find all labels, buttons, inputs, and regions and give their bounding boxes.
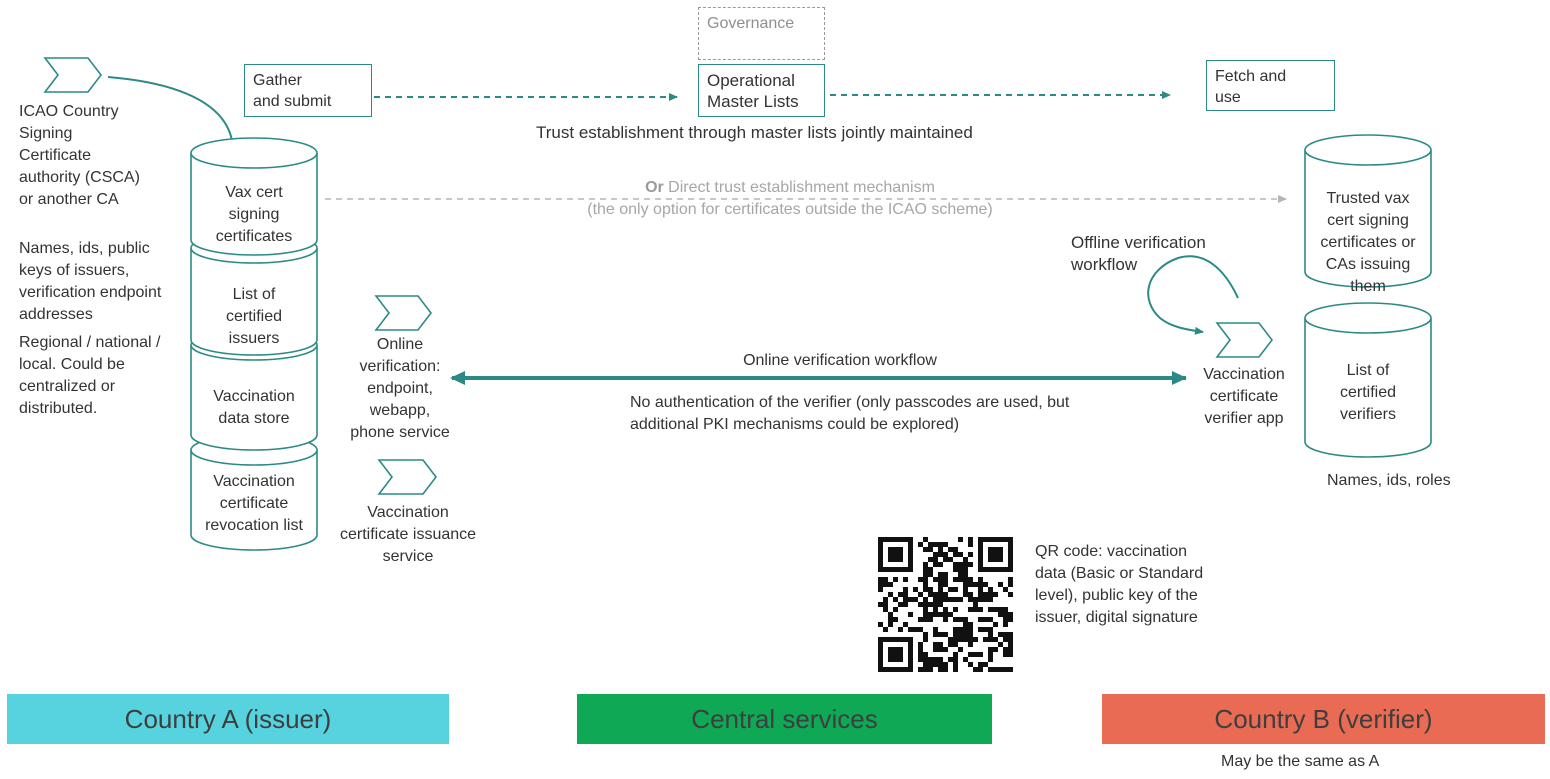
online-workflow-label: Online verification workflow: [743, 352, 937, 369]
chevron-process-icon-csca: [43, 57, 103, 93]
gather-submit-label: Gather and submit: [253, 72, 332, 110]
region-country-a-label: Country A (issuer): [124, 703, 332, 734]
csca-arrow: [107, 76, 237, 149]
trusted-certs-label: Trusted vax cert signing certificates or…: [1320, 190, 1416, 295]
region-central: Central services: [577, 694, 992, 744]
certified-verifiers-label: List of certified verifiers: [1339, 362, 1397, 423]
online-verification-service-label: Online verification: endpoint, webapp, p…: [350, 336, 450, 441]
no-auth-note: No authentication of the verifier (only …: [630, 394, 1070, 433]
same-as-a-note: May be the same as A: [1221, 753, 1380, 770]
direct-trust-prefix: Or: [645, 179, 664, 196]
region-country-a: Country A (issuer): [7, 694, 449, 744]
region-country-b-label: Country B (verifier): [1214, 703, 1433, 734]
governance-label: Governance: [707, 15, 795, 32]
region-central-label: Central services: [691, 703, 878, 734]
offline-workflow-label: Offline verification workflow: [1071, 233, 1206, 274]
vax-cert-signing-label: Vax cert signing certificates: [215, 184, 293, 245]
region-country-b: Country B (verifier): [1102, 694, 1545, 744]
qr-code-icon: [878, 537, 1013, 672]
governance-box: Governance: [698, 7, 825, 60]
direct-trust-line2: (the only option for certificates outsid…: [587, 201, 993, 218]
verifier-cylinders: [1304, 134, 1432, 458]
offline-loop-arrow: [1147, 255, 1239, 335]
chevron-process-icon-online: [374, 295, 433, 331]
vaccination-data-store-label: Vaccination data store: [213, 388, 295, 427]
operational-master-lists-label: Operational Master Lists: [707, 71, 799, 111]
trust-master-lists-text: Trust establishment through master lists…: [536, 123, 973, 142]
qr-description: QR code: vaccination data (Basic or Stan…: [1035, 543, 1204, 626]
regional-note: Regional / national / local. Could be ce…: [19, 334, 161, 417]
issuer-cylinder-stack: [190, 137, 318, 551]
verifier-app-label: Vaccination certificate verifier app: [1203, 366, 1285, 427]
chevron-process-icon-verifier-app: [1215, 322, 1274, 358]
verifier-roles-label: Names, ids, roles: [1327, 472, 1451, 489]
chevron-process-icon-issuance: [377, 459, 438, 495]
issuance-service-label: Vaccination certificate issuance service: [339, 504, 477, 565]
fetch-use-box: Fetch and use: [1206, 60, 1335, 111]
csca-text: ICAO Country Signing Certificate authori…: [19, 103, 140, 208]
operational-master-lists-box: Operational Master Lists: [698, 64, 825, 117]
direct-trust-rest: Direct trust establishment mechanism: [663, 179, 935, 196]
gather-submit-box: Gather and submit: [244, 64, 372, 117]
certified-issuers-label: List of certified issuers: [225, 286, 283, 347]
issuers-note: Names, ids, public keys of issuers, veri…: [19, 240, 162, 323]
fetch-use-label: Fetch and use: [1215, 68, 1287, 106]
revocation-list-label: Vaccination certificate revocation list: [205, 473, 303, 534]
direct-trust-text: Or Direct trust establishment mechanism …: [520, 177, 1060, 221]
